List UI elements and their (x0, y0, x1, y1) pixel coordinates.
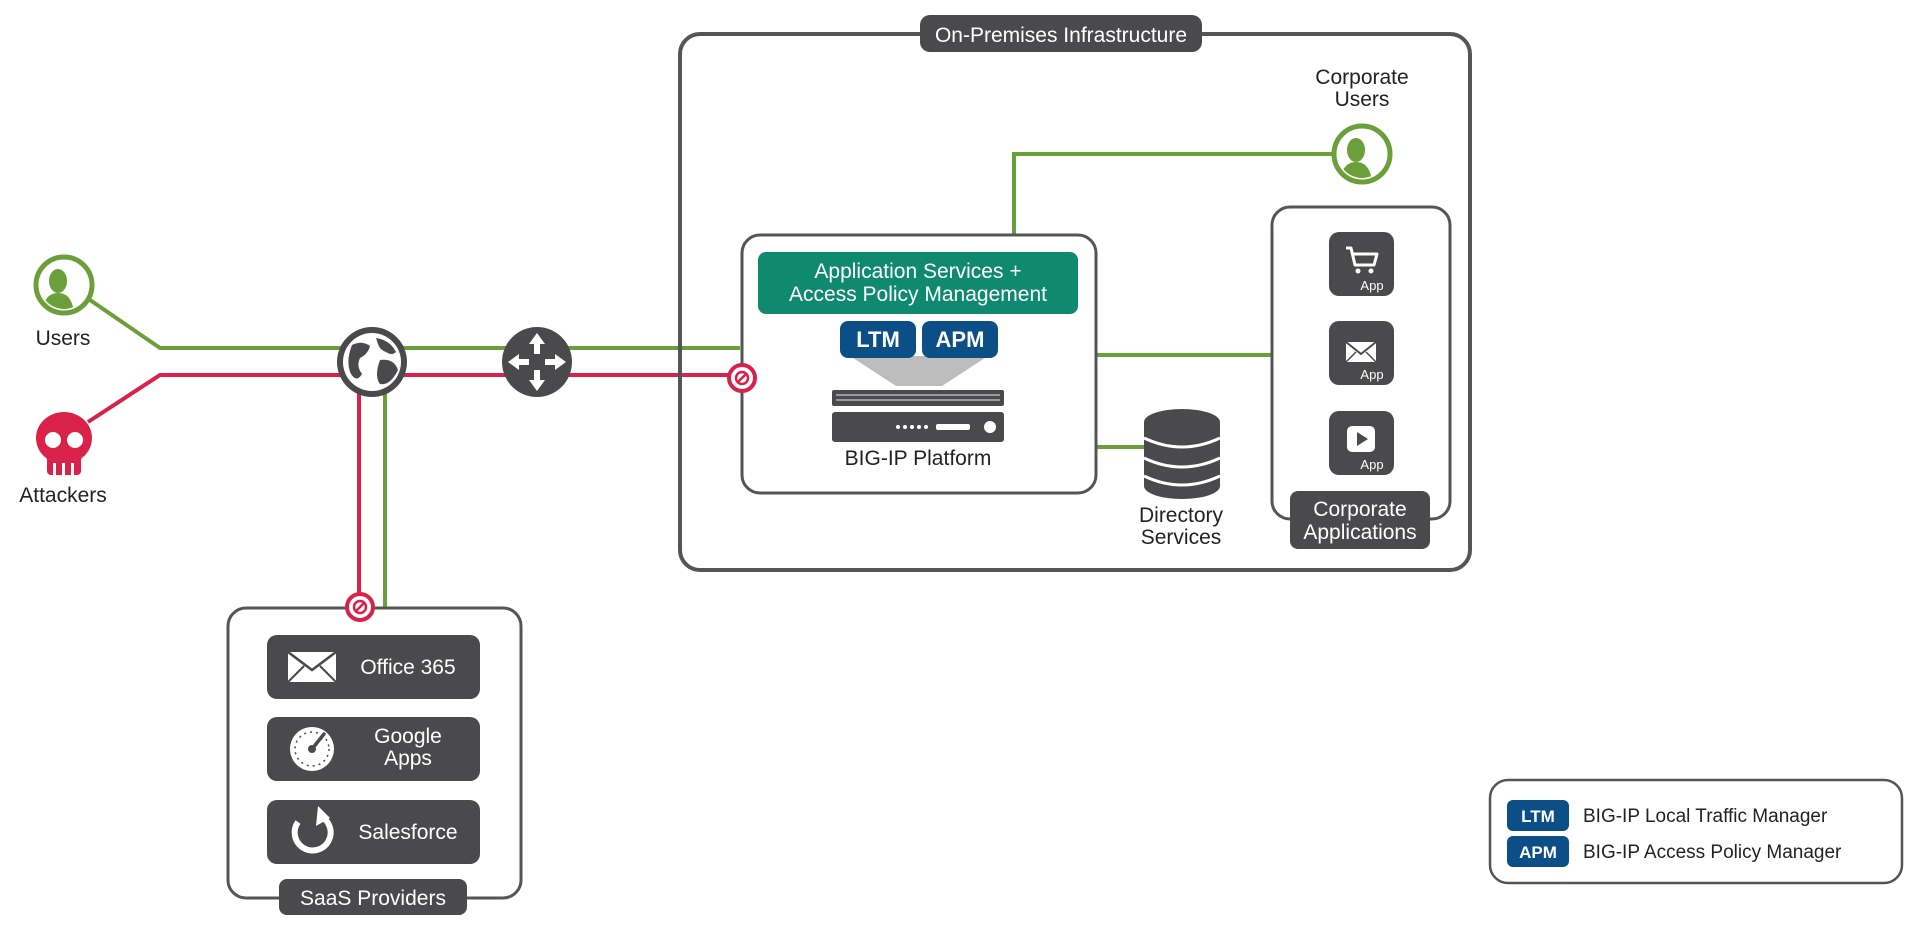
apm-badge (922, 321, 998, 358)
corporate-apps-title-tab (1290, 491, 1430, 549)
apm-label: APM (936, 327, 985, 352)
corporate-apps-title-1: Corporate (1313, 498, 1406, 521)
on-premises-title: On-Premises Infrastructure (935, 24, 1187, 47)
blocked-bigip-icon (727, 363, 757, 393)
internet-globe-icon (337, 327, 407, 397)
legend-apm-text: BIG-IP Access Policy Manager (1583, 842, 1842, 863)
saas-item-label-1: Google (374, 725, 442, 748)
app-services-banner (758, 252, 1078, 314)
saas-item-salesforce: Salesforce (267, 800, 480, 864)
mail-icon (1345, 341, 1377, 363)
ltm-label: LTM (856, 327, 900, 352)
app-label: App (1360, 278, 1383, 293)
users-node: Users (33, 254, 95, 350)
database-icon (1143, 409, 1221, 499)
app-services-line-1: Application Services + (814, 260, 1021, 283)
user-traffic-line (88, 298, 740, 350)
app-label: App (1360, 367, 1383, 382)
skull-icon (36, 412, 92, 475)
saas-title: SaaS Providers (300, 887, 446, 910)
user-icon (33, 254, 95, 316)
saas-providers: Office 365 Google Apps Salesforce SaaS P… (226, 606, 523, 915)
directory-services-label-1: Directory (1139, 504, 1224, 527)
app-tile-mail: App (1329, 321, 1394, 385)
bigip-appliance-icon (832, 390, 1004, 442)
saas-item-label: Office 365 (360, 656, 455, 679)
refresh-icon (291, 806, 334, 854)
on-premises-infrastructure: On-Premises Infrastructure (678, 15, 1472, 572)
corporate-users-label-2: Users (1335, 88, 1390, 111)
corporate-user-icon (1331, 123, 1393, 185)
mail-icon (287, 651, 337, 683)
app-tile-video: App (1329, 411, 1394, 475)
directory-services-label-2: Services (1141, 526, 1222, 549)
bigip-platform-label: BIG-IP Platform (845, 447, 992, 470)
attacker-traffic-line (86, 373, 728, 424)
app-tile-cart: App (1329, 232, 1394, 296)
attackers-node: Attackers (19, 412, 107, 507)
legend-frame (1488, 778, 1904, 885)
saas-item-label: Salesforce (358, 821, 457, 844)
gauge-icon (290, 727, 334, 771)
corporate-users: Corporate Users (1315, 66, 1409, 185)
legend-item-ltm: LTM BIG-IP Local Traffic Manager (1507, 800, 1828, 831)
saas-item-google-apps: Google Apps (267, 717, 480, 781)
corporate-users-label-1: Corporate (1315, 66, 1408, 89)
legend-ltm-text: BIG-IP Local Traffic Manager (1583, 806, 1828, 827)
on-premises-title-tab (920, 15, 1202, 52)
app-label: App (1360, 457, 1383, 472)
blocked-saas-icon (345, 592, 375, 622)
play-icon (1347, 426, 1375, 452)
attackers-label: Attackers (19, 484, 107, 507)
cart-icon (1346, 246, 1379, 274)
corporate-apps-title-2: Applications (1303, 521, 1416, 544)
bigip-platform: Application Services + Access Policy Man… (740, 233, 1098, 495)
router-icon (502, 327, 572, 397)
directory-services: Directory Services (1139, 409, 1224, 549)
saas-item-office365: Office 365 (267, 635, 480, 699)
saas-title-tab (279, 879, 467, 915)
legend-apm-abbr: APM (1519, 843, 1557, 862)
module-funnel (850, 356, 988, 386)
legend-ltm-abbr: LTM (1521, 807, 1555, 826)
corporate-applications: App App App Corporate Applications (1270, 205, 1452, 549)
legend: LTM BIG-IP Local Traffic Manager APM BIG… (1488, 778, 1904, 885)
saas-item-label-2: Apps (384, 747, 432, 770)
ltm-badge (840, 321, 916, 358)
app-services-line-2: Access Policy Management (789, 283, 1047, 306)
legend-item-apm: APM BIG-IP Access Policy Manager (1507, 836, 1842, 867)
users-label: Users (36, 327, 91, 350)
corporate-users-line (1012, 152, 1334, 234)
